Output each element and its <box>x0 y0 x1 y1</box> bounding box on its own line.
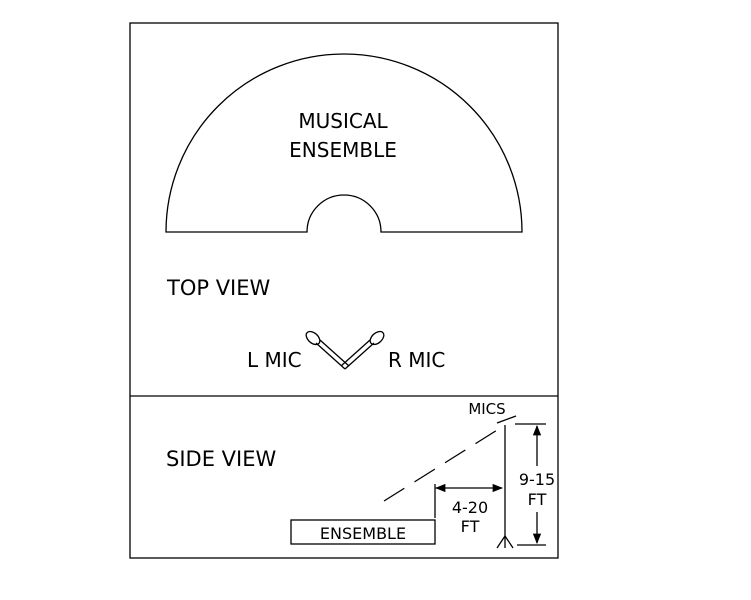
top-view-label: TOP VIEW <box>166 276 271 300</box>
ensemble-box-label: ENSEMBLE <box>320 524 406 543</box>
distance-label-line1: 4-20 <box>452 498 488 517</box>
ensemble-semicircle <box>165 53 523 233</box>
height-label-line1: 9-15 <box>519 470 555 489</box>
right-mic-label: R MIC <box>388 348 445 372</box>
left-mic-label: L MIC <box>247 348 302 372</box>
left-mic-capsule <box>305 330 321 346</box>
ensemble-label-line2: ENSEMBLE <box>289 138 397 162</box>
ensemble-box <box>290 519 436 545</box>
mics-label: MICS <box>468 400 505 418</box>
side-view-label: SIDE VIEW <box>166 447 276 471</box>
height-label-line2: FT <box>528 490 547 509</box>
ensemble-label-line1: MUSICAL <box>298 109 388 133</box>
diagram-frame <box>129 22 559 559</box>
distance-label-line2: FT <box>461 517 480 536</box>
mic-stand <box>496 415 517 549</box>
mic-aim-line <box>383 426 503 502</box>
xy-mic-pair <box>305 330 385 370</box>
right-mic-capsule <box>369 330 385 346</box>
